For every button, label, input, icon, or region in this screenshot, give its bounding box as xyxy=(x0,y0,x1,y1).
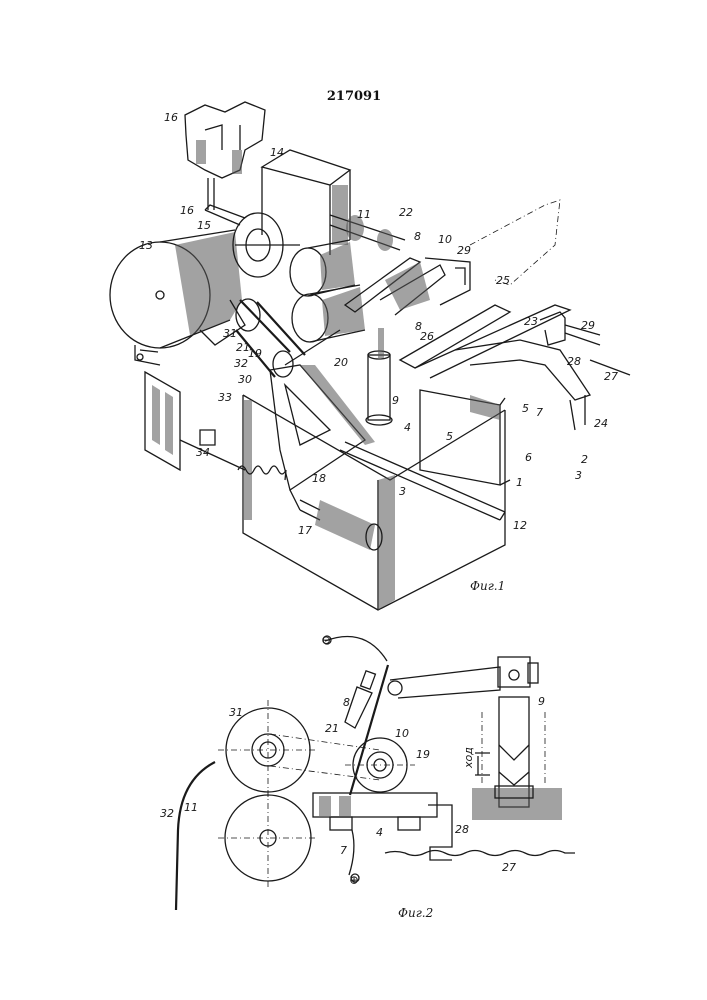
figure-1: 16 14 11 22 16 15 13 8 10 29 25 31 2 1 19… xyxy=(110,102,630,610)
part-label: 12 xyxy=(513,519,527,532)
part-label: 9 xyxy=(392,394,399,407)
figure-2-labels: ⊖ 8 31 21 10 19 9 ход 11 4 28 32 7 ⊕ 27 xyxy=(160,633,545,887)
part-label: 3 xyxy=(575,469,582,482)
sector-lever-18 xyxy=(270,365,375,510)
part-label: 1 xyxy=(516,476,523,489)
part-label: 15 xyxy=(197,219,211,232)
part-label: 5 xyxy=(522,402,529,415)
part-label: 30 xyxy=(238,373,252,386)
part-label: 7 xyxy=(340,844,347,857)
part-label: 8 xyxy=(343,696,350,709)
document-number: 217091 xyxy=(327,89,381,104)
part-label: 16 xyxy=(180,204,194,217)
part-label: 4 xyxy=(404,421,411,434)
cam-shaft-27 xyxy=(385,851,575,856)
part-label: 13 xyxy=(139,239,153,252)
part-label: 33 xyxy=(218,391,232,404)
stroke-label: ход xyxy=(462,747,475,769)
part-label: 9 xyxy=(538,695,545,708)
part-label: 10 xyxy=(438,233,452,246)
part-label: 11 xyxy=(184,801,198,814)
electrode-plate-1 xyxy=(420,390,510,485)
part-label: 27 xyxy=(604,370,618,383)
part-label: 31 xyxy=(223,327,237,340)
lever-arm xyxy=(388,657,538,698)
part-label: 29 xyxy=(581,319,595,332)
electrode-comb-8 xyxy=(345,258,470,315)
part-label: 7 xyxy=(536,406,543,419)
cylinder-9 xyxy=(366,328,392,425)
part-label: 27 xyxy=(502,861,516,874)
part-label: 18 xyxy=(312,472,326,485)
roller-11-lower xyxy=(218,790,318,890)
cylinder-17 xyxy=(300,500,382,550)
part-label: 22 xyxy=(399,206,413,219)
plus-terminal: ⊕ xyxy=(349,873,359,887)
part-label: 2 xyxy=(581,453,588,466)
figure-1-caption: Фиг.1 xyxy=(470,579,505,593)
part-label: 31 xyxy=(229,706,243,719)
part-label: 10 xyxy=(395,727,409,740)
part-label: 4 xyxy=(376,826,383,839)
figure-2-caption: Фиг.2 xyxy=(398,906,433,920)
part-label: 11 xyxy=(357,208,371,221)
roller-10 xyxy=(345,738,415,792)
cross-part-16 xyxy=(185,102,265,210)
rollers xyxy=(290,240,365,342)
part-label: 5 xyxy=(446,430,453,443)
part-label: 23 xyxy=(524,315,538,328)
base-box-12 xyxy=(243,395,505,610)
part-label: 34 xyxy=(196,446,210,459)
part-label: 32 xyxy=(160,807,174,820)
stack-9 xyxy=(472,697,562,820)
hopper-outline xyxy=(470,200,560,285)
part-label: 6 xyxy=(525,451,532,464)
control-panel xyxy=(135,345,245,470)
part-label: 19 xyxy=(248,347,262,360)
part-label: 24 xyxy=(594,417,608,430)
housing-block-14 xyxy=(262,150,350,255)
part-label: 16 xyxy=(164,111,178,124)
part-label: 32 xyxy=(234,357,248,370)
part-label: 28 xyxy=(567,355,581,368)
part-label: 20 xyxy=(334,356,348,369)
part-label: 29 xyxy=(457,244,471,257)
part-label: 28 xyxy=(455,823,469,836)
part-label: 21 xyxy=(325,722,339,735)
figure-2: ⊖ 8 31 21 10 19 9 ход 11 4 28 32 7 ⊕ 27 … xyxy=(160,633,575,920)
part-label: 26 xyxy=(420,330,434,343)
part-label: 3 xyxy=(399,485,406,498)
part-label: 8 xyxy=(414,230,421,243)
part-label: 14 xyxy=(270,146,284,159)
minus-terminal: ⊖ xyxy=(321,633,331,647)
guide-32 xyxy=(176,762,215,910)
guide-rail-23 xyxy=(400,305,590,400)
belt-21 xyxy=(270,734,380,780)
part-label: 25 xyxy=(496,274,510,287)
part-label: 19 xyxy=(416,748,430,761)
part-label: 17 xyxy=(298,524,312,537)
